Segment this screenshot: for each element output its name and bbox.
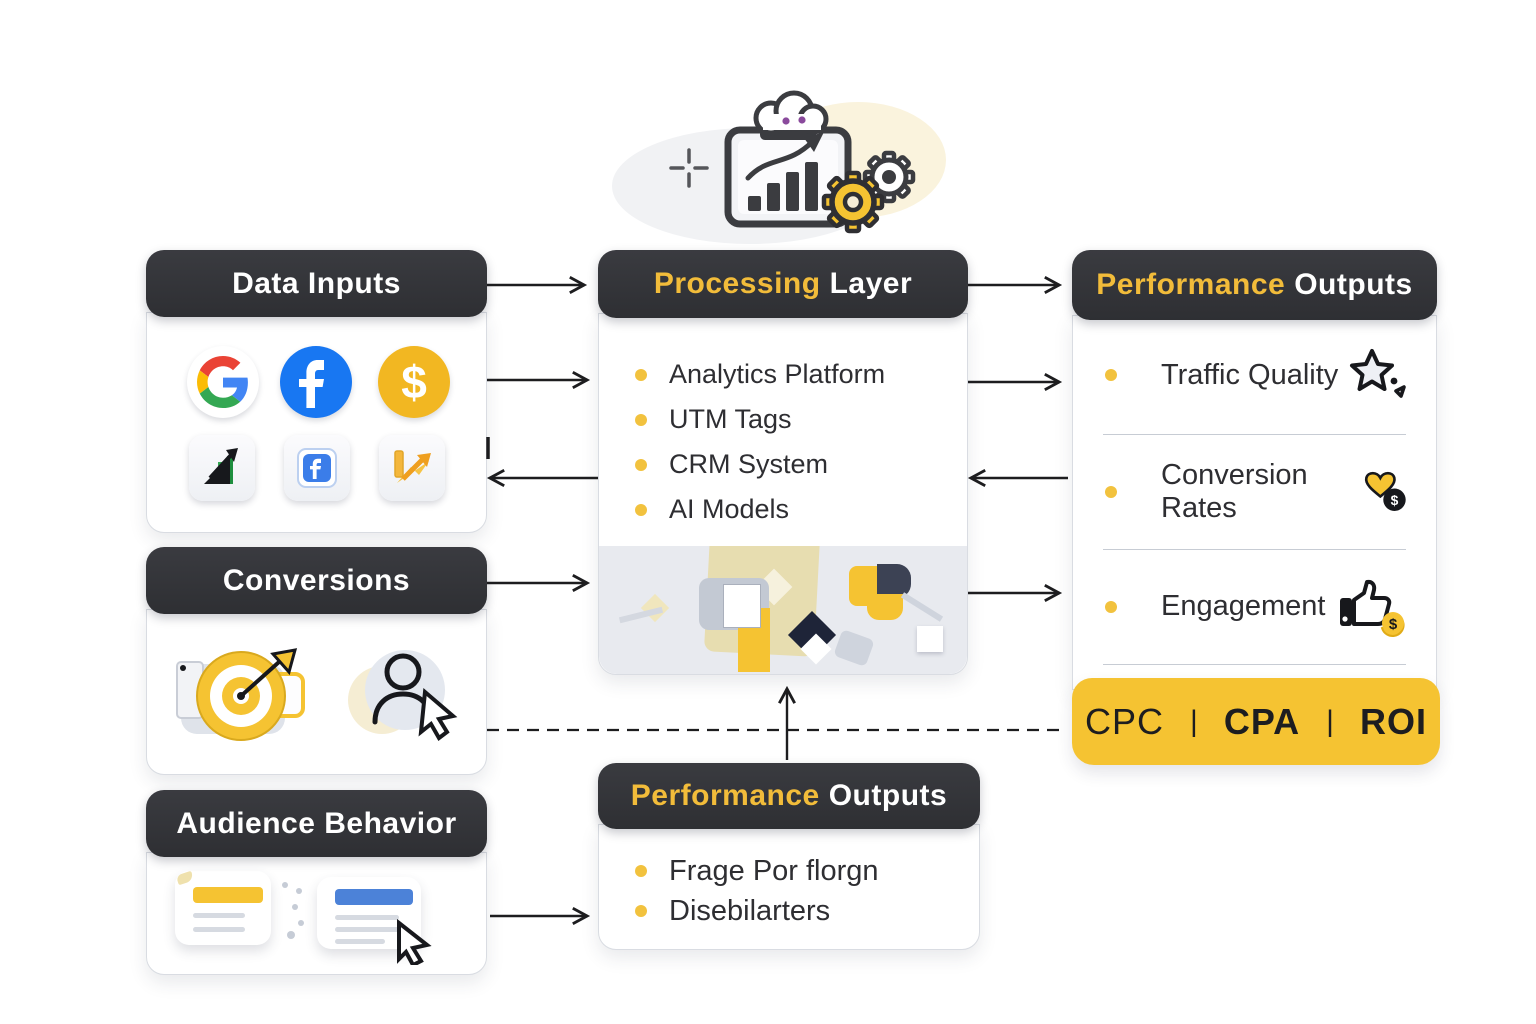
performance-outputs-bottom-header: Performance Outputs (598, 763, 980, 829)
analytics-dashboard-illustration (612, 90, 946, 244)
bullet-icon (635, 865, 647, 877)
metric-roi: ROI (1359, 700, 1427, 742)
divider (1103, 664, 1406, 665)
user-cursor-icon (348, 650, 458, 741)
conversions-header: Conversions (146, 547, 487, 614)
metric-cpa: CPA (1223, 700, 1301, 742)
bar-chart-icon (724, 90, 852, 228)
output-item-engagement: Engagement $ (1073, 549, 1436, 664)
performance-outputs-right-body: Traffic Quality Conversion Rates $ Engag… (1072, 315, 1437, 690)
bullet-icon (635, 458, 647, 471)
audience-behavior-header: Audience Behavior (146, 790, 487, 857)
trend-arrow-icon (745, 132, 824, 181)
bullet-icon (1105, 600, 1117, 613)
processing-title-accent: Processing (653, 267, 821, 300)
bullet-icon (1105, 485, 1117, 498)
google-icon (187, 346, 259, 418)
outputs-bottom-title-accent: Performance (630, 779, 820, 812)
dollar-icon: $ (378, 346, 450, 418)
divider (1103, 434, 1406, 435)
svg-text:$: $ (1389, 616, 1398, 633)
conversions-body (146, 609, 487, 775)
divider (1103, 549, 1406, 550)
performance-outputs-right-header: Performance Outputs (1072, 250, 1437, 320)
target-dart-icon (176, 648, 305, 741)
bullet-icon (635, 905, 647, 917)
facebook-page-icon (284, 435, 350, 501)
facebook-icon (280, 346, 352, 418)
svg-text:$: $ (1390, 492, 1398, 507)
bullet-icon (635, 368, 647, 381)
performance-outputs-bottom-body: Frage Por florgn Disebilarters (598, 824, 980, 950)
cursor-icon (397, 919, 432, 965)
metric-separator: | (1326, 704, 1334, 738)
processing-title-rest: Layer (829, 267, 913, 300)
output-item-traffic-quality: Traffic Quality (1073, 316, 1436, 434)
list-item: CRM System (635, 442, 957, 487)
blue-note-card-cursor-icon (317, 877, 432, 965)
yellow-note-card-icon (175, 870, 271, 945)
data-inputs-body: $ (146, 312, 487, 533)
analytics-arrow-icon (379, 435, 445, 501)
data-inputs-title: Data Inputs (232, 266, 401, 300)
audience-behavior-body (146, 852, 487, 975)
outputs-right-title-accent: Performance (1096, 268, 1286, 301)
heart-dollar-icon: $ (1364, 471, 1406, 511)
star-sparkle-icon (1350, 349, 1406, 398)
gear-icon (821, 170, 885, 234)
list-item: UTM Tags (635, 397, 957, 442)
dotted-connector (282, 882, 304, 939)
metrics-bar: CPC | CPA | ROI (1072, 678, 1440, 765)
processing-item-list: Analytics Platform UTM Tags CRM System A… (635, 352, 957, 532)
metric-separator: | (1190, 704, 1198, 738)
processing-layer-header: Processing Layer (598, 250, 968, 318)
gear-icon (862, 150, 916, 204)
thumbs-up-dollar-icon: $ (1340, 579, 1405, 637)
conversions-title: Conversions (222, 563, 411, 597)
bullet-icon (1105, 369, 1117, 381)
growth-bars-icon (189, 435, 255, 501)
outputs-bottom-title-rest: Outputs (828, 779, 948, 812)
audience-behavior-title: Audience Behavior (176, 806, 457, 840)
outputs-right-title-rest: Outputs (1294, 268, 1413, 301)
output-item-conversion-rates: Conversion Rates $ (1073, 434, 1436, 549)
bullet-icon (635, 503, 647, 516)
list-item: Frage Por florgn (635, 851, 969, 891)
list-item: Analytics Platform (635, 352, 957, 397)
cloud-icon (753, 90, 829, 136)
processing-layer-body: Analytics Platform UTM Tags CRM System A… (598, 313, 968, 675)
data-inputs-header: Data Inputs (146, 250, 487, 317)
bullet-icon (635, 413, 647, 426)
sparkle-icon (669, 148, 709, 188)
list-item: AI Models (635, 487, 957, 532)
list-item: Disebilarters (635, 891, 969, 931)
metric-cpc: CPC (1085, 700, 1165, 742)
outputs-bottom-list: Frage Por florgn Disebilarters (635, 851, 969, 931)
abstract-data-graphic (599, 546, 967, 674)
